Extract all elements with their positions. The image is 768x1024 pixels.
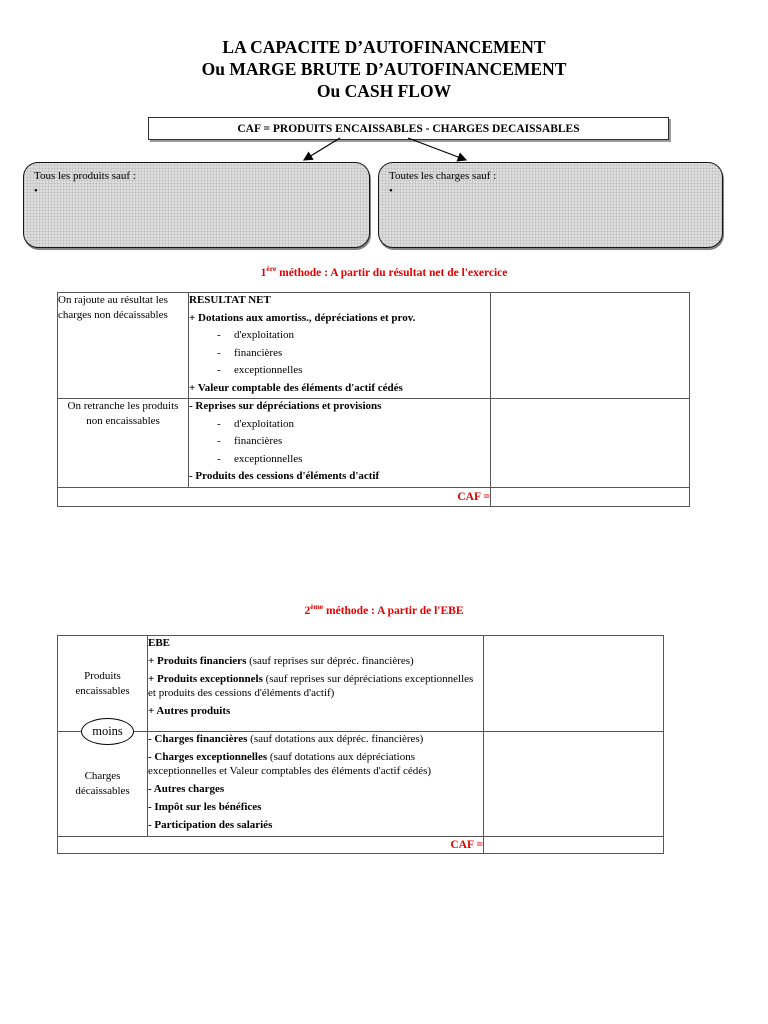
split-arrows: [302, 137, 468, 162]
dash-marker: -: [217, 364, 221, 376]
dash-marker: -: [217, 417, 221, 430]
sub-item-label: exceptionnelles: [234, 452, 303, 465]
fill-in-cell: [483, 635, 664, 732]
charges-financieres-line: - Charges financières (sauf dotations au…: [148, 732, 483, 746]
sub-item-label: d'exploitation: [234, 329, 295, 341]
autres-charges-line: - Autres charges: [148, 783, 225, 795]
valeur-comptable-line: + Valeur comptable des éléments d'actif …: [189, 381, 403, 394]
sub-item-label: exceptionnelles: [234, 364, 303, 376]
ebe-line: EBE: [148, 637, 171, 649]
reprises-line: - Reprises sur dépréciations et provisio…: [189, 400, 382, 412]
products-except-box: Tous les produits sauf : •: [23, 162, 370, 248]
caf-formula-text: CAF = PRODUITS ENCAISSABLES - CHARGES DE…: [237, 122, 580, 135]
moins-label: moins: [92, 724, 123, 738]
method1-table: On rajoute au résultat les charges non d…: [57, 292, 690, 507]
method1-row1-content: RESULTAT NET + Dotations aux amortiss., …: [188, 292, 491, 399]
method2-row1-content: EBE + Produits financiers (sauf reprises…: [147, 635, 484, 732]
sub-item-label: financières: [234, 346, 283, 359]
title-line-1: LA CAPACITE D’AUTOFINANCEMENT: [222, 37, 546, 57]
sub-item-label: financières: [234, 435, 283, 447]
table-row: CAF =: [57, 836, 664, 854]
resultat-net-line: RESULTAT NET: [189, 294, 271, 306]
dotations-line: + Dotations aux amortiss., dépréciations…: [189, 311, 416, 324]
method1-row2-content: - Reprises sur dépréciations et provisio…: [188, 398, 491, 488]
method1-number: 1: [260, 267, 267, 279]
method2-row2-label: Charges décaissables: [57, 731, 148, 837]
sub-item: - financières: [189, 434, 490, 449]
bullet-point: •: [34, 185, 38, 197]
moins-ellipse: moins: [81, 718, 134, 745]
caf-formula-box: CAF = PRODUITS ENCAISSABLES - CHARGES DE…: [148, 117, 669, 140]
fill-in-cell: [483, 731, 664, 837]
sub-item: -exceptionnelles: [189, 452, 490, 467]
table-row: On retranche les produits non encaissabl…: [57, 398, 690, 488]
title-line-3: Ou CASH FLOW: [316, 81, 452, 101]
fill-in-cell: [490, 292, 690, 399]
produits-exceptionnels-bold: + Produits exceptionnels: [148, 673, 263, 685]
produits-financiers-bold: + Produits financiers: [148, 655, 247, 667]
table-row: On rajoute au résultat les charges non d…: [57, 292, 690, 399]
charges-financieres-bold: - Charges financières: [148, 733, 248, 745]
bullet-point: •: [389, 185, 393, 197]
dash-marker: -: [217, 452, 221, 465]
method2-ordinal-sup: ème: [310, 602, 324, 612]
table-row: Charges décaissables - Charges financièr…: [57, 731, 664, 837]
produits-financiers-line: + Produits financiers (sauf reprises sur…: [148, 654, 483, 668]
sub-item: -financières: [189, 346, 490, 361]
page-title: LA CAPACITE D’AUTOFINANCEMENT Ou MARGE B…: [0, 36, 768, 102]
method1-ordinal-sup: ère: [266, 264, 277, 274]
fill-in-cell: [483, 836, 664, 854]
charges-exceptionnelles-bold: - Charges exceptionnelles: [148, 751, 268, 763]
produits-exceptionnels-note: (sauf reprises sur dépréciations excepti…: [148, 673, 474, 699]
method1-row1-label: On rajoute au résultat les charges non d…: [57, 292, 189, 399]
method1-heading: 1ère méthode : A partir du résultat net …: [0, 264, 768, 279]
dash-marker: -: [217, 435, 221, 447]
method2-row1-label: Produits encaissables: [57, 635, 148, 732]
method1-caf-label: CAF =: [57, 486, 491, 507]
produits-exceptionnels-line: + Produits exceptionnels (sauf reprises …: [148, 672, 483, 700]
fill-in-cell: [490, 486, 690, 507]
autres-produits-line: + Autres produits: [148, 705, 231, 717]
method2-row2-content: - Charges financières (sauf dotations au…: [147, 731, 484, 837]
arrow-left: [302, 137, 341, 161]
charges-exceptionnelles-note: (sauf dotations aux dépréciations except…: [148, 751, 432, 777]
method2-heading-text: méthode : A partir de l'EBE: [323, 605, 464, 617]
method2-caf-label: CAF =: [57, 836, 484, 854]
title-line-2: Ou MARGE BRUTE D’AUTOFINANCEMENT: [201, 59, 567, 79]
charges-except-label: Toutes les charges sauf :: [389, 170, 497, 182]
produits-financiers-note: (sauf reprises sur dépréc. financières): [246, 655, 414, 667]
sub-item: -d'exploitation: [189, 417, 490, 432]
charges-except-box: Toutes les charges sauf : •: [378, 162, 723, 248]
method1-heading-text: méthode : A partir du résultat net de l'…: [276, 267, 508, 279]
products-except-label: Tous les produits sauf :: [34, 170, 136, 182]
charges-financieres-note: (sauf dotations aux dépréc. financières): [247, 733, 424, 745]
dash-marker: -: [217, 329, 221, 341]
fill-in-cell: [490, 398, 690, 488]
sub-item-label: d'exploitation: [234, 417, 295, 430]
method2-heading: 2ème méthode : A partir de l'EBE: [0, 602, 768, 617]
participation-line: - Participation des salariés: [148, 819, 273, 831]
sub-item: - exceptionnelles: [189, 363, 490, 378]
arrow-right: [407, 137, 468, 162]
impot-line: - Impôt sur les bénéfices: [148, 801, 262, 813]
produits-cessions-line: - Produits des cessions d'éléments d'act…: [189, 470, 380, 482]
charges-exceptionnelles-line: - Charges exceptionnelles (sauf dotation…: [148, 750, 483, 778]
method1-row2-label: On retranche les produits non encaissabl…: [57, 398, 189, 488]
sub-item: - d'exploitation: [189, 328, 490, 343]
dash-marker: -: [217, 346, 221, 359]
method2-table: Produits encaissables EBE + Produits fin…: [57, 635, 664, 854]
table-row: Produits encaissables EBE + Produits fin…: [57, 635, 664, 732]
method2-number: 2: [304, 605, 311, 617]
table-row: CAF =: [57, 486, 690, 507]
